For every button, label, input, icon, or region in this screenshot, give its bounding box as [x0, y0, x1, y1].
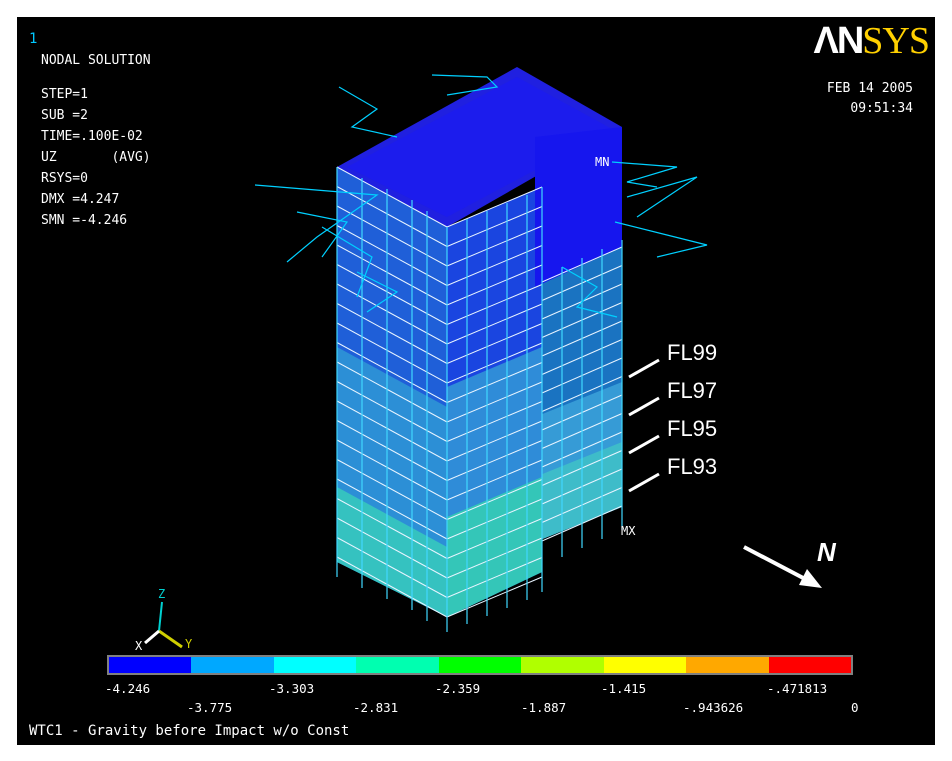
north-label: N: [817, 537, 836, 567]
plot-date: FEB 14 2005: [826, 81, 913, 96]
floor-label-leaders: [628, 358, 660, 493]
building-model: [144, 67, 822, 649]
plot-caption: WTC1 - Gravity before Impact w/o Const: [29, 723, 350, 739]
triad-y-label: Y: [185, 637, 193, 651]
legend-color-8: [686, 657, 769, 673]
plot-time: 09:51:34: [850, 101, 913, 116]
floor-label-fl95: FL95: [667, 416, 718, 441]
columns: [336, 167, 623, 632]
floor-label-fl93: FL93: [667, 454, 718, 479]
legend-tick-top-5: -.471813: [767, 681, 828, 696]
legend-tick-top-2: -3.303: [269, 681, 315, 696]
legend-color-9: [768, 657, 851, 673]
coordinate-triad: [144, 601, 183, 649]
triad-x-label: X: [135, 639, 143, 653]
min-marker: MN: [595, 155, 610, 169]
floor-label-fl99: FL99: [667, 340, 718, 365]
window-number: 1: [29, 31, 38, 47]
status-step: STEP=1: [41, 87, 88, 102]
status-time: TIME=.100E-02: [41, 129, 143, 144]
floor-label-fl97: FL97: [667, 378, 718, 403]
status-title: NODAL SOLUTION: [41, 53, 151, 68]
contour-legend-bar: [107, 655, 853, 675]
logo-part-sys: SYS: [862, 20, 930, 62]
core-structure: [535, 242, 622, 542]
status-smn: SMN =-4.246: [41, 213, 128, 228]
legend-tick-bottom-1: -3.775: [187, 700, 233, 715]
legend-tick-bottom-4: -.943626: [683, 700, 744, 715]
legend-tick-bottom-3: -1.887: [521, 700, 567, 715]
legend-color-1: [109, 657, 192, 673]
status-sub: SUB =2: [41, 108, 88, 123]
triad-z-label: Z: [158, 587, 166, 601]
floor-slab-lines: [336, 166, 623, 618]
status-result: UZ (AVG): [41, 150, 151, 165]
legend-color-2: [191, 657, 274, 673]
legend-tick-bottom-5: 0: [851, 700, 859, 715]
outrigger-lines: [254, 74, 708, 318]
legend-tick-top-4: -1.415: [601, 681, 647, 696]
legend-tick-top-1: -4.246: [105, 681, 151, 696]
legend-color-4: [356, 657, 439, 673]
legend-tick-bottom-2: -2.831: [353, 700, 399, 715]
north-arrow: [743, 545, 822, 588]
legend-color-3: [273, 657, 357, 673]
max-marker: MX: [621, 524, 636, 538]
legend-color-5: [438, 657, 522, 673]
legend-color-6: [521, 657, 604, 673]
legend-color-7: [603, 657, 687, 673]
logo-part-an: ΛN: [813, 19, 864, 62]
legend-tick-top-3: -2.359: [435, 681, 481, 696]
status-dmx: DMX =4.247: [41, 192, 120, 207]
status-rsys: RSYS=0: [41, 171, 88, 186]
